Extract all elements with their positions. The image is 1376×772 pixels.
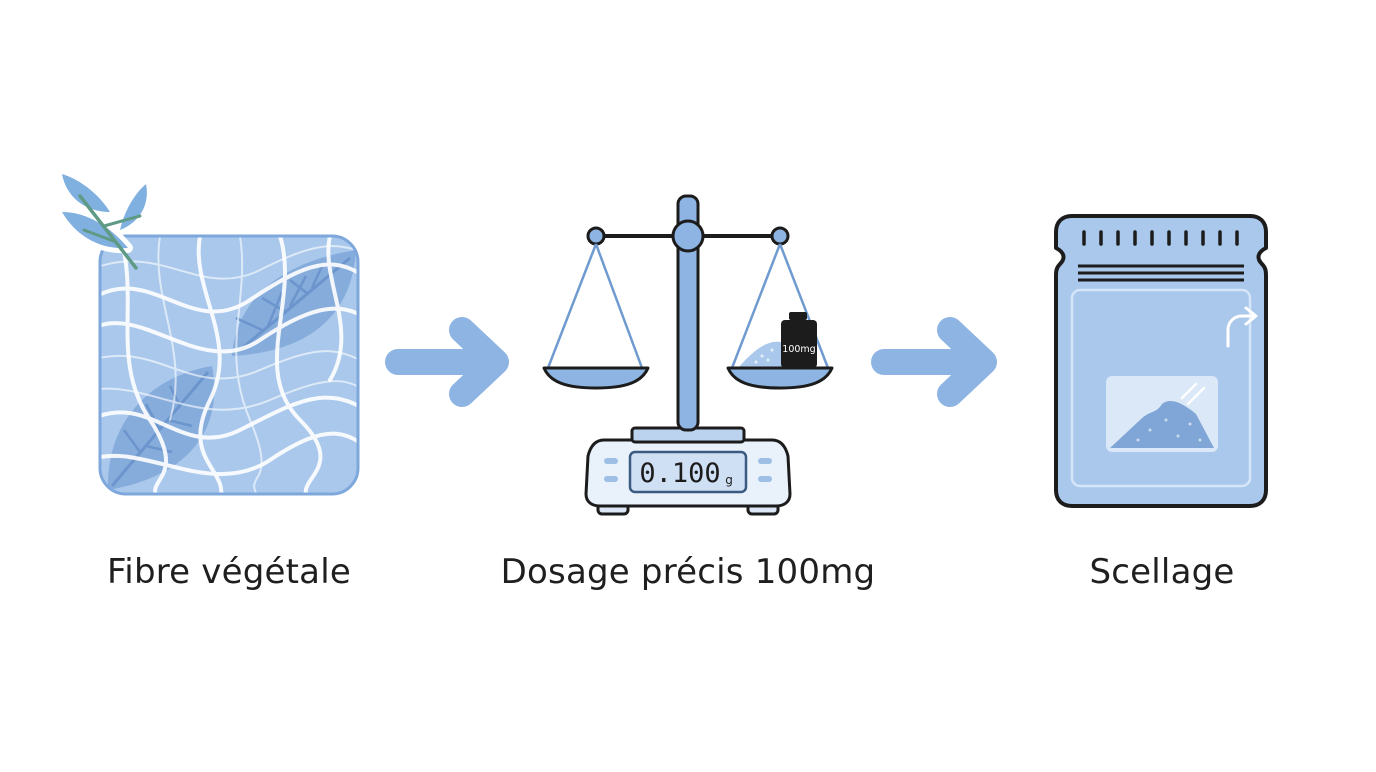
step-label-plant-fiber: Fibre végétale [107, 552, 351, 592]
step-label-sealing: Scellage [1089, 552, 1235, 592]
balance-scale-icon: 0.100 g 100mg [542, 194, 834, 516]
leaf-sprig-icon [57, 169, 152, 270]
weight-icon: 100mg [781, 312, 817, 368]
plant-fiber-icon [57, 169, 360, 496]
scale-display-unit: g [725, 473, 733, 487]
step-label-dosage: Dosage précis 100mg [500, 552, 876, 592]
arrow-right-icon [385, 317, 509, 407]
weight-label: 100mg [782, 344, 815, 355]
arrow-right-icon [871, 317, 997, 407]
scale-display-value: 0.100 [639, 458, 720, 489]
sealed-pouch-icon [1054, 214, 1268, 508]
